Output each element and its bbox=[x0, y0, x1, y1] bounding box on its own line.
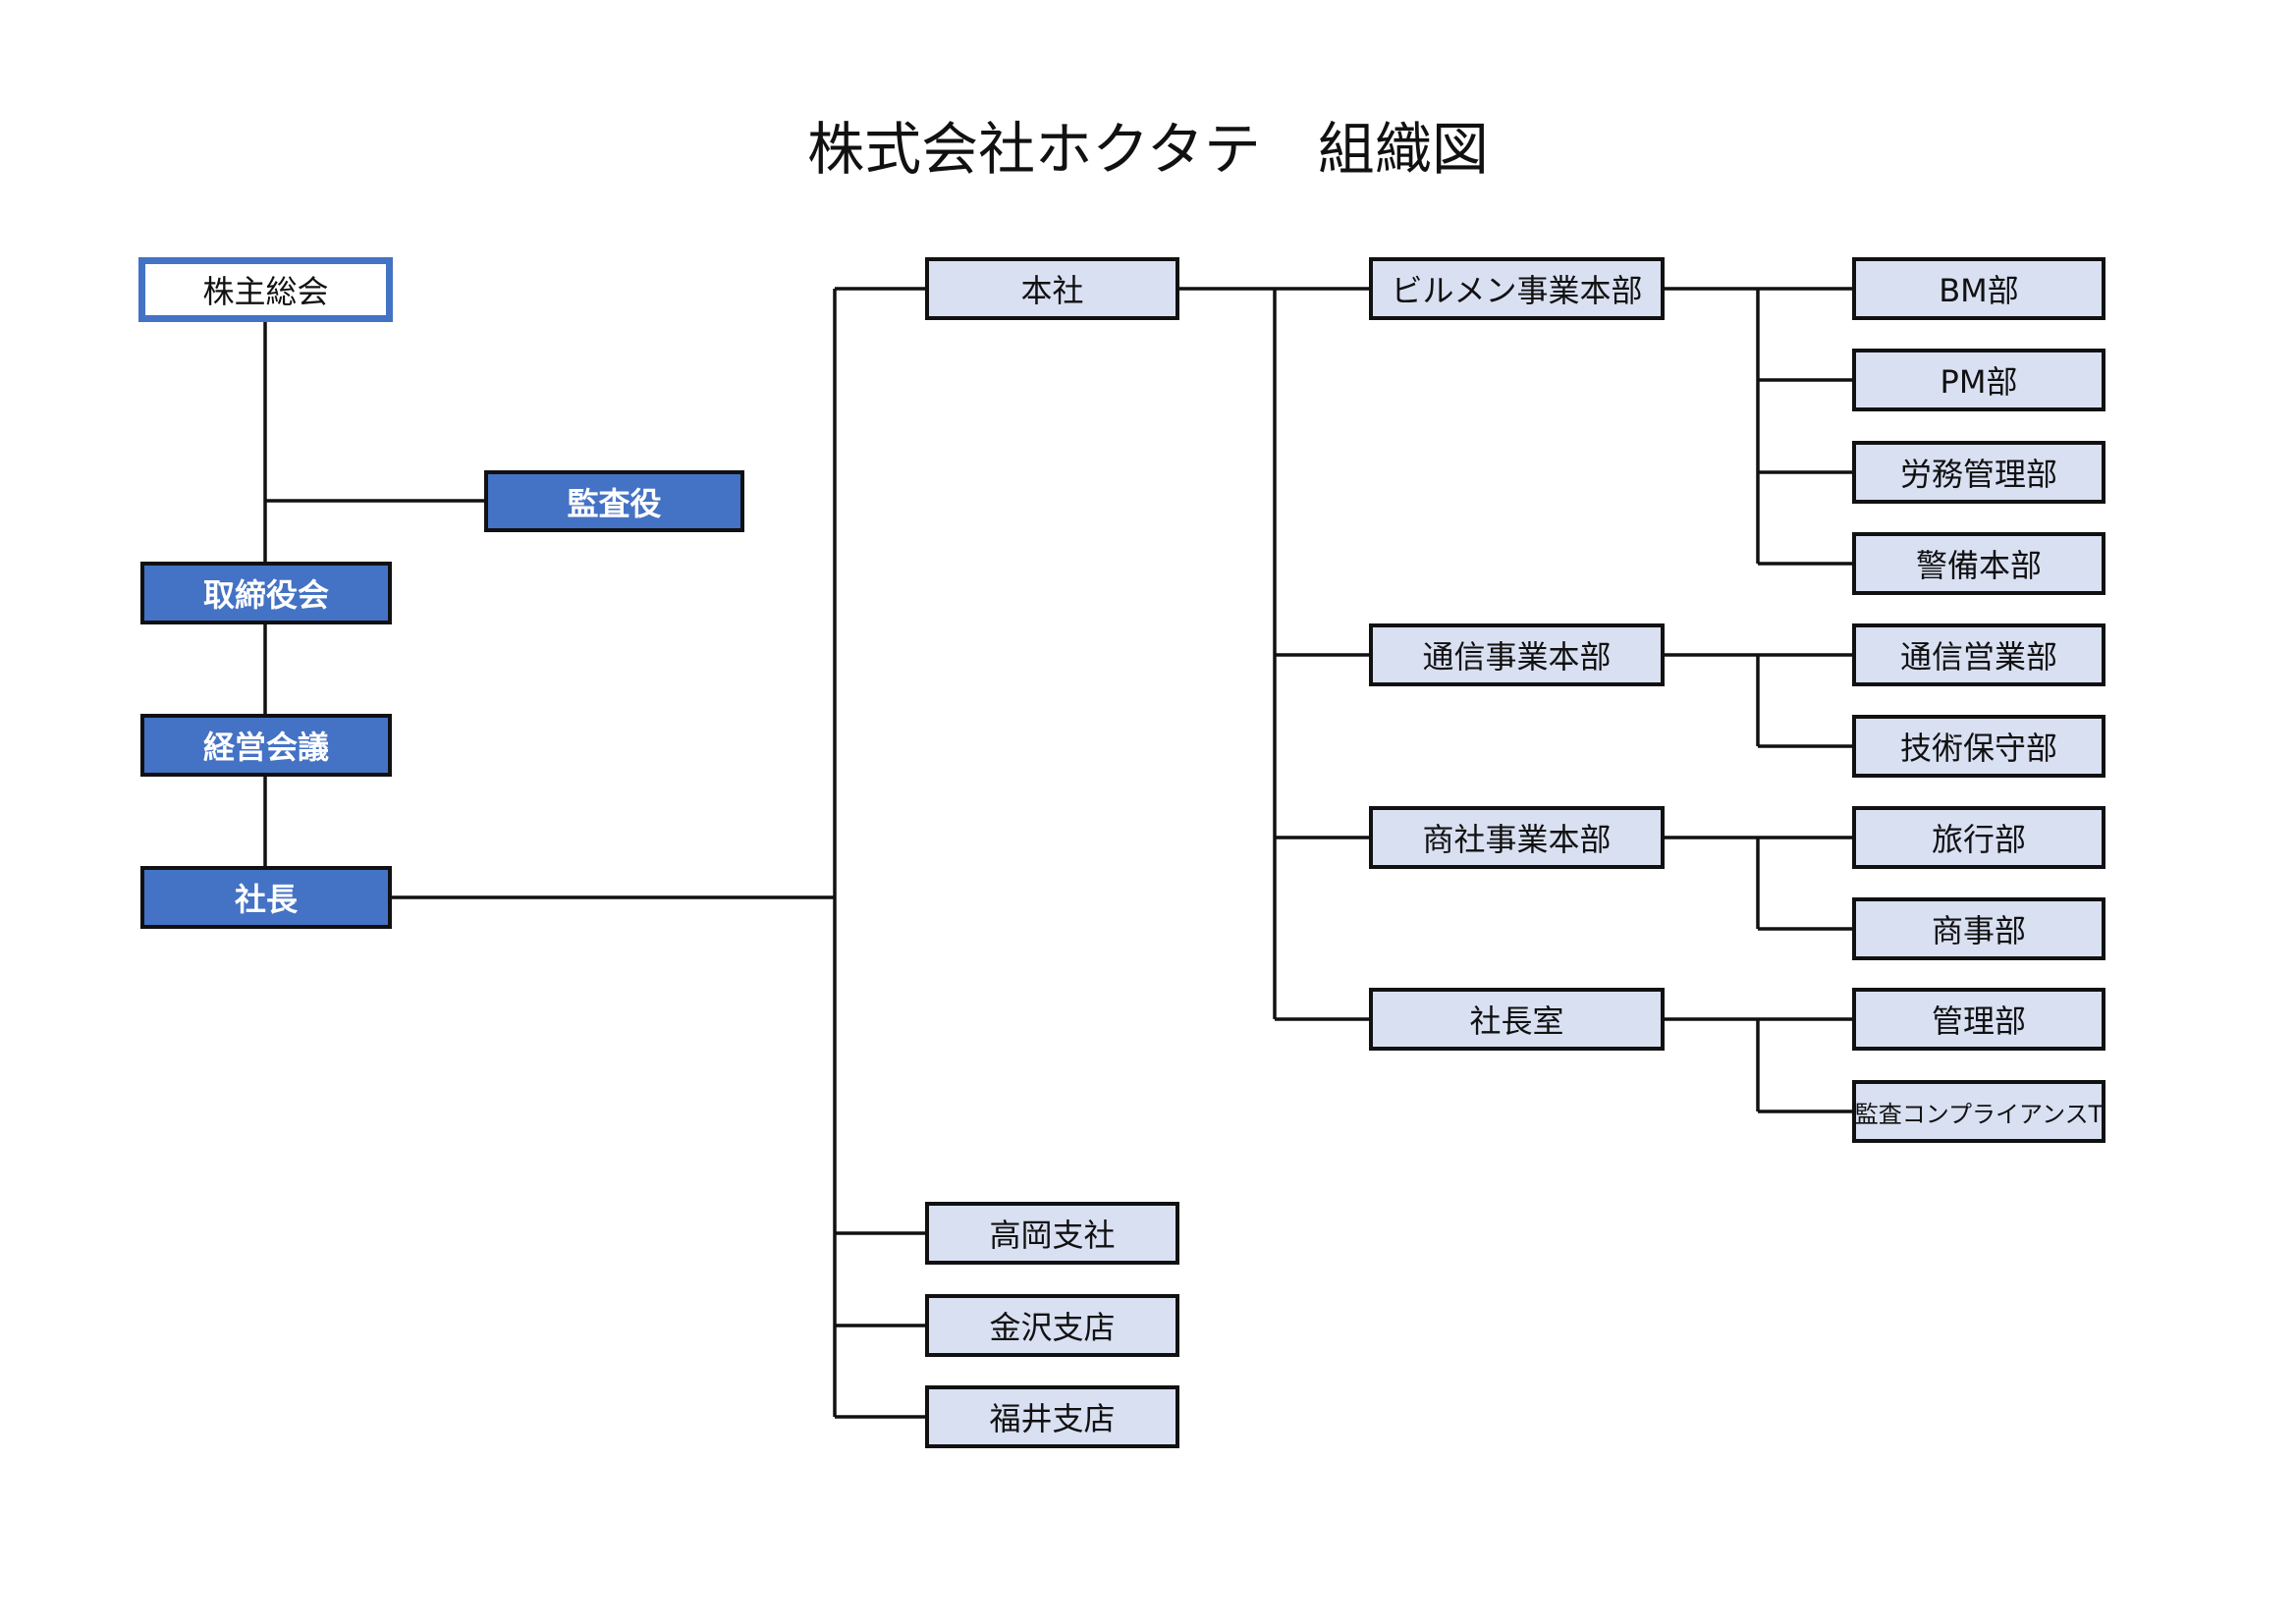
node-pm-dept: PM部 bbox=[1852, 349, 2105, 411]
node-management-meeting: 経営会議 bbox=[140, 714, 392, 777]
node-telecom-hq: 通信事業本部 bbox=[1369, 623, 1665, 686]
node-president-office: 社長室 bbox=[1369, 988, 1665, 1051]
node-fukui-branch: 福井支店 bbox=[925, 1385, 1179, 1448]
node-shareholders: 株主総会 bbox=[138, 257, 393, 322]
node-kanazawa-branch: 金沢支店 bbox=[925, 1294, 1179, 1357]
node-audit-compliance-team: 監査コンプライアンスT bbox=[1852, 1080, 2105, 1143]
node-bm-dept: BM部 bbox=[1852, 257, 2105, 320]
node-president: 社長 bbox=[140, 866, 392, 929]
node-admin-dept: 管理部 bbox=[1852, 988, 2105, 1051]
node-trading-hq: 商社事業本部 bbox=[1369, 806, 1665, 869]
node-auditor: 監査役 bbox=[484, 470, 744, 532]
node-head-office: 本社 bbox=[925, 257, 1179, 320]
node-labor-dept: 労務管理部 bbox=[1852, 441, 2105, 504]
node-telecom-sales-dept: 通信営業部 bbox=[1852, 623, 2105, 686]
node-security-dept: 警備本部 bbox=[1852, 532, 2105, 595]
node-board: 取締役会 bbox=[140, 562, 392, 624]
node-trading-dept: 商事部 bbox=[1852, 897, 2105, 960]
chart-title: 株式会社ホクタテ 組織図 bbox=[807, 116, 1489, 183]
node-takaoka-branch: 高岡支社 bbox=[925, 1202, 1179, 1265]
node-building-mgmt-hq: ビルメン事業本部 bbox=[1369, 257, 1665, 320]
node-tech-maintenance-dept: 技術保守部 bbox=[1852, 715, 2105, 778]
node-travel-dept: 旅行部 bbox=[1852, 806, 2105, 869]
